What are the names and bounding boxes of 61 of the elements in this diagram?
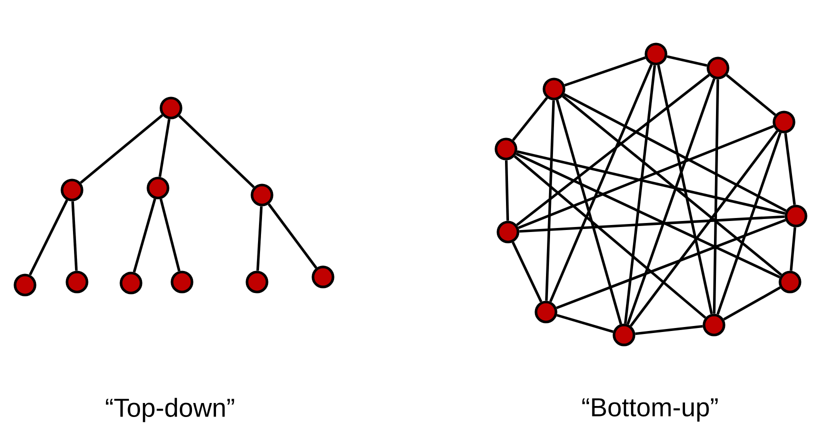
graph-node bbox=[160, 96, 182, 120]
connector-line bbox=[626, 78, 716, 325]
connector-line bbox=[630, 130, 778, 327]
graph-node bbox=[612, 324, 636, 346]
connector-line bbox=[726, 74, 776, 116]
connector-line bbox=[519, 215, 785, 233]
graph-node bbox=[170, 270, 194, 294]
graph-caption: “Top-down” bbox=[106, 398, 234, 422]
connector-line bbox=[563, 93, 787, 212]
connector-line bbox=[666, 55, 708, 67]
connector-line bbox=[158, 118, 170, 178]
graph-node bbox=[542, 78, 566, 100]
connector-line bbox=[160, 198, 180, 272]
graph-node bbox=[60, 178, 84, 202]
connector-line bbox=[556, 314, 614, 334]
connector-line bbox=[71, 201, 78, 271]
connector-line bbox=[723, 286, 781, 321]
connector-line bbox=[545, 100, 555, 301]
connector-line bbox=[132, 198, 156, 272]
connector-line bbox=[556, 218, 786, 310]
connector-line bbox=[556, 100, 622, 324]
graph-node bbox=[14, 274, 36, 296]
connector-line bbox=[512, 242, 542, 302]
connector-line bbox=[256, 206, 263, 271]
connector-line bbox=[635, 324, 703, 336]
graph-node bbox=[146, 176, 170, 200]
connector-line bbox=[549, 64, 653, 302]
connector-line bbox=[624, 65, 656, 324]
connector-line bbox=[516, 150, 786, 215]
graph-node bbox=[250, 184, 274, 206]
graph-node bbox=[246, 270, 268, 294]
graph-node bbox=[494, 138, 518, 160]
connector-line bbox=[790, 227, 796, 271]
graph-node bbox=[778, 270, 802, 294]
graph-node bbox=[312, 266, 334, 288]
connector-line bbox=[564, 56, 646, 87]
graph-node bbox=[706, 56, 730, 80]
graph-node bbox=[784, 204, 808, 228]
connector-line bbox=[514, 155, 706, 319]
graph-node bbox=[644, 42, 668, 66]
connector-line bbox=[512, 97, 548, 141]
connector-line bbox=[712, 79, 720, 314]
graph-node bbox=[496, 220, 520, 244]
graph-node bbox=[66, 270, 88, 294]
graph-node bbox=[120, 272, 142, 294]
connector-line bbox=[518, 124, 774, 230]
connector-line bbox=[716, 132, 782, 315]
graph-node bbox=[772, 110, 796, 134]
connector-line bbox=[784, 133, 796, 205]
connector-line bbox=[28, 200, 68, 276]
connector-line bbox=[268, 203, 318, 269]
graph-node bbox=[702, 314, 726, 336]
graph-node bbox=[534, 300, 558, 324]
connector-line bbox=[562, 95, 782, 276]
connector-line bbox=[178, 114, 255, 188]
connector-line bbox=[80, 114, 164, 184]
connector-line bbox=[504, 160, 510, 221]
connector-line bbox=[657, 64, 713, 314]
connector-line bbox=[516, 74, 710, 226]
connector-line bbox=[516, 152, 780, 278]
graph-caption: “Bottom-up” bbox=[582, 398, 718, 422]
